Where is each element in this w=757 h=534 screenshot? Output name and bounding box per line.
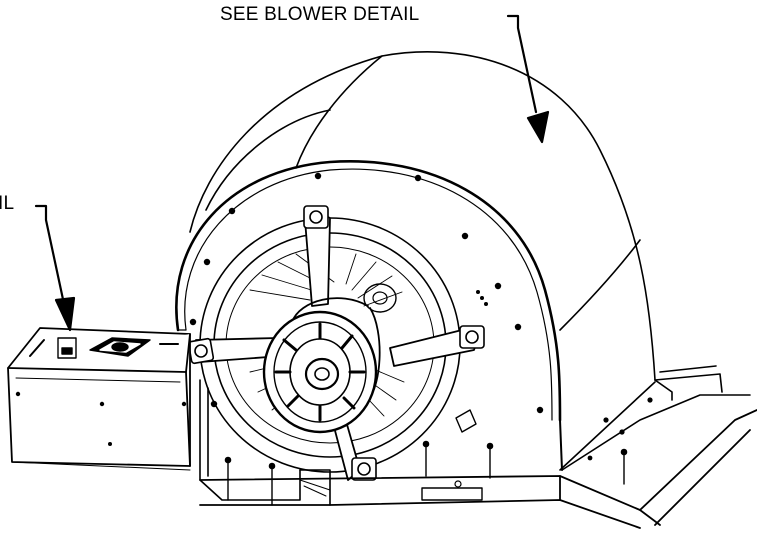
control-box-details	[15, 337, 187, 446]
callout-arrow-left	[34, 204, 76, 332]
support-bracket	[199, 379, 331, 506]
base-studs	[224, 409, 628, 506]
motor-mount-arms	[189, 211, 479, 481]
blower-scroll-housing	[189, 51, 673, 401]
side-panel-fasteners	[587, 397, 653, 461]
housing-side-panel	[559, 365, 751, 471]
mount-arm-feet	[187, 205, 485, 481]
scroll-front-plate	[175, 160, 563, 471]
scroll-rivets	[189, 172, 544, 414]
callout-arrow-blower	[506, 14, 550, 144]
left-detail-callout-fragment: IL	[0, 193, 15, 214]
blower-motor	[262, 283, 397, 434]
see-blower-detail-callout: SEE BLOWER DETAIL	[220, 4, 420, 25]
base-rail	[199, 409, 757, 529]
